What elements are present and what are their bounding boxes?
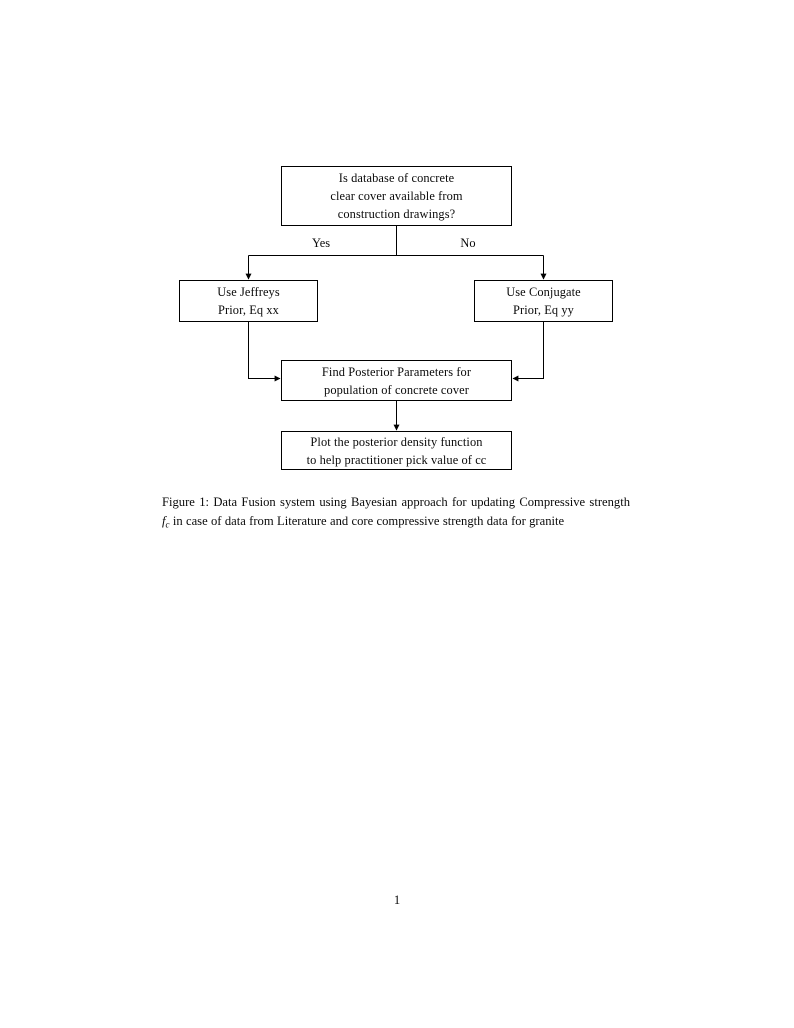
flowchart-node-plot-density: Plot the posterior density function to h… (281, 431, 512, 470)
node-plot-line-2: to help practitioner pick value of cc (306, 452, 487, 467)
node-conjugate-line-2: Prior, Eq yy (513, 303, 574, 317)
node-conjugate-line-1: Use Conjugate (506, 285, 581, 299)
branch-label-no: No (460, 236, 476, 250)
figure-caption-text-after: in case of data from Literature and core… (169, 514, 565, 529)
flowchart-node-jeffreys-prior: Use Jeffreys Prior, Eq xx (179, 280, 318, 322)
page-number: 1 (393, 893, 401, 907)
edge-jeffreys-to-posterior (248, 322, 281, 382)
node-jeffreys-line-1: Use Jeffreys (217, 285, 280, 299)
figure-caption-math-variable: f (162, 514, 166, 529)
flowchart-node-posterior-parameters: Find Posterior Parameters for population… (281, 360, 512, 401)
figure-caption-text-before: Data Fusion system using Bayesian approa… (209, 495, 631, 509)
figure-caption: Figure 1: Data Fusion system using Bayes… (162, 493, 630, 535)
node-posterior-line-1: Find Posterior Parameters for (321, 364, 472, 379)
node-question-line-2: clear cover available from (330, 189, 463, 203)
node-posterior-line-2: population of concrete cover (324, 382, 469, 397)
flowchart-node-conjugate-prior: Use Conjugate Prior, Eq yy (474, 280, 613, 322)
edge-conjugate-to-posterior (512, 322, 544, 382)
figure-1: Is database of concrete clear cover avai… (0, 0, 794, 490)
figure-caption-math-subscript: c (165, 519, 170, 530)
node-plot-line-1: Plot the posterior density function (310, 434, 483, 449)
node-question-line-1: Is database of concrete (338, 171, 455, 185)
figure-caption-label: Figure 1: (162, 495, 210, 509)
node-question-line-3: construction drawings? (337, 207, 456, 221)
flowchart-connectors (245, 226, 547, 431)
node-jeffreys-line-2: Prior, Eq xx (218, 303, 279, 317)
flowchart-node-question: Is database of concrete clear cover avai… (281, 166, 512, 226)
branch-label-yes: Yes (311, 236, 331, 250)
